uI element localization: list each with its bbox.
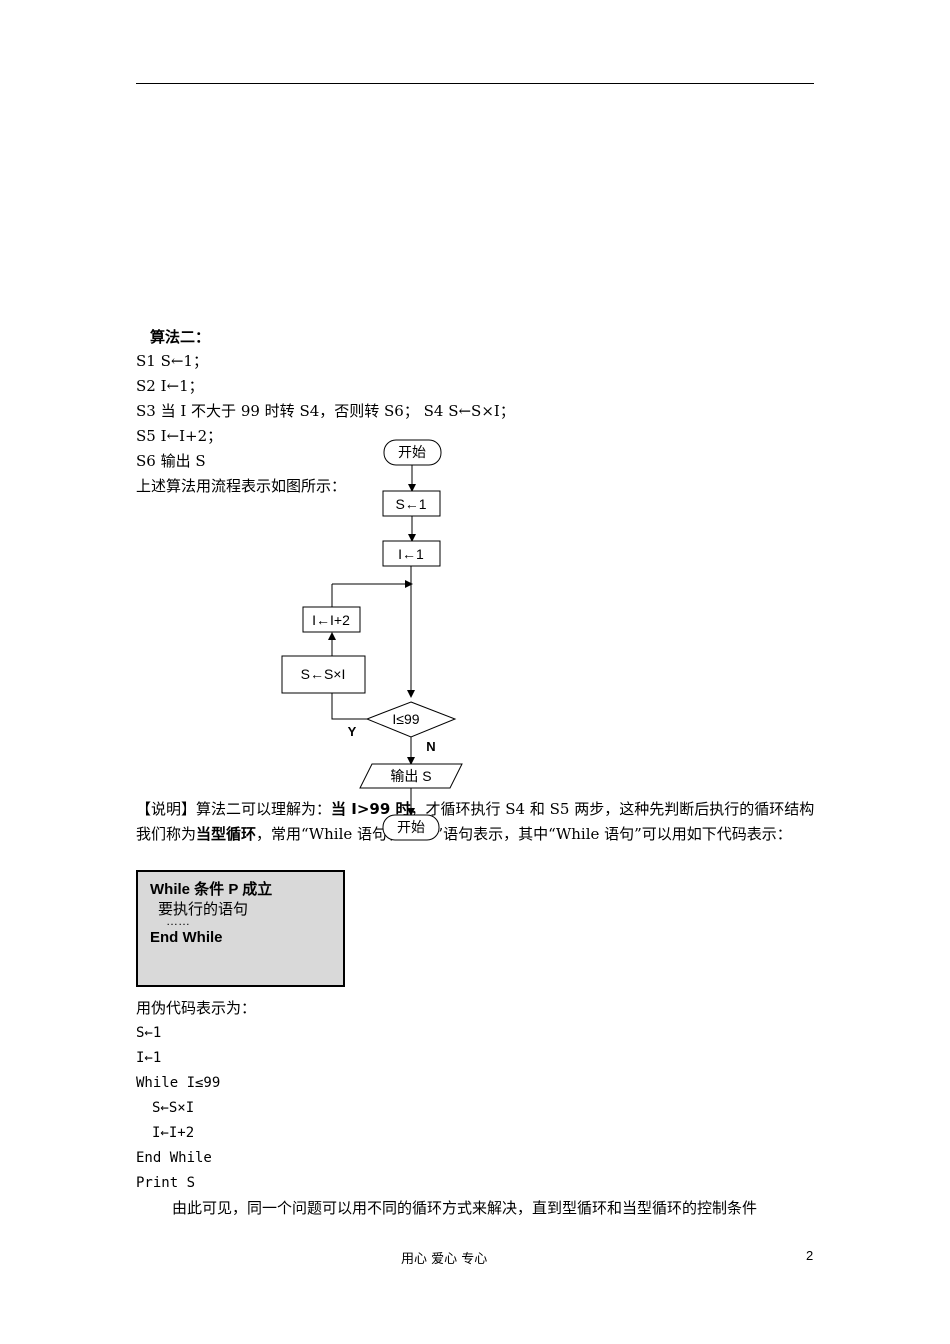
code-line-1: While 条件 P 成立 [150, 881, 273, 898]
step-s3-s4: S3 当 I 不大于 99 时转 S4，否则转 S6； S4 S←S×I； [136, 402, 515, 420]
pseudo-line-5: I←I+2 [152, 1125, 195, 1141]
s-mul-label: S←S×I [301, 666, 346, 682]
pseudo-line-4: S←S×I [152, 1100, 195, 1116]
s-init-label: S←1 [395, 496, 426, 512]
yes-label: Y [348, 724, 357, 739]
step-s5: S5 I←I+2； [136, 427, 223, 445]
pseudo-line-7: Print S [136, 1175, 196, 1191]
end-label: 开始 [397, 819, 425, 835]
explanation-bold-1: 当 I>99 时 [331, 800, 411, 818]
pseudo-line-1: S←1 [136, 1025, 162, 1041]
output-label: 输出 S [390, 768, 431, 784]
explanation-lead: 【说明】 [136, 800, 197, 818]
footer-motto: 用心 爱心 专心 [401, 1252, 488, 1267]
explanation-bold-2: 当型循环 [196, 825, 257, 843]
pseudo-line-2: I←1 [136, 1050, 162, 1066]
yes-branch-line [331, 693, 367, 720]
condition-label: I≤99 [392, 711, 419, 727]
page-number: 2 [806, 1248, 814, 1263]
code-line-3: …… [166, 914, 190, 928]
step-s1: S1 S←1； [136, 352, 208, 370]
header-rule [136, 83, 814, 84]
output-parallelogram [359, 763, 463, 789]
explanation-text-2: ，才循环执行 S4 和 S5 两步，这种先判断后执行的循环结构我们称为 [136, 800, 815, 843]
conclusion-text: 由此可见，同一个问题可以用不同的循环方式来解决，直到型循环和当型循环的控制条件 [172, 1199, 758, 1217]
code-box: While 条件 P 成立 要执行的语句 …… End While [136, 870, 345, 987]
flowchart-intro: 上述算法用流程表示如图所示： [136, 477, 347, 495]
start-label: 开始 [398, 444, 426, 460]
pseudo-line-3: While I≤99 [136, 1075, 221, 1091]
explanation-text-1: 算法二可以理解为： [196, 800, 332, 818]
i-init-label: I←1 [398, 546, 424, 562]
pseudo-line-6: End While [136, 1150, 212, 1166]
step-s2: S2 I←1； [136, 377, 204, 395]
code-line-2: 要执行的语句 [158, 901, 249, 918]
no-label: N [426, 739, 435, 754]
process-s-multiply [281, 655, 366, 694]
step-s6: S6 输出 S [136, 452, 206, 470]
section-heading: 算法二： [150, 328, 211, 346]
end-terminal [382, 814, 440, 841]
i-inc-label: I←I+2 [312, 612, 350, 628]
code-line-4: End While [150, 929, 223, 946]
pseudo-intro: 用伪代码表示为： [136, 999, 257, 1017]
